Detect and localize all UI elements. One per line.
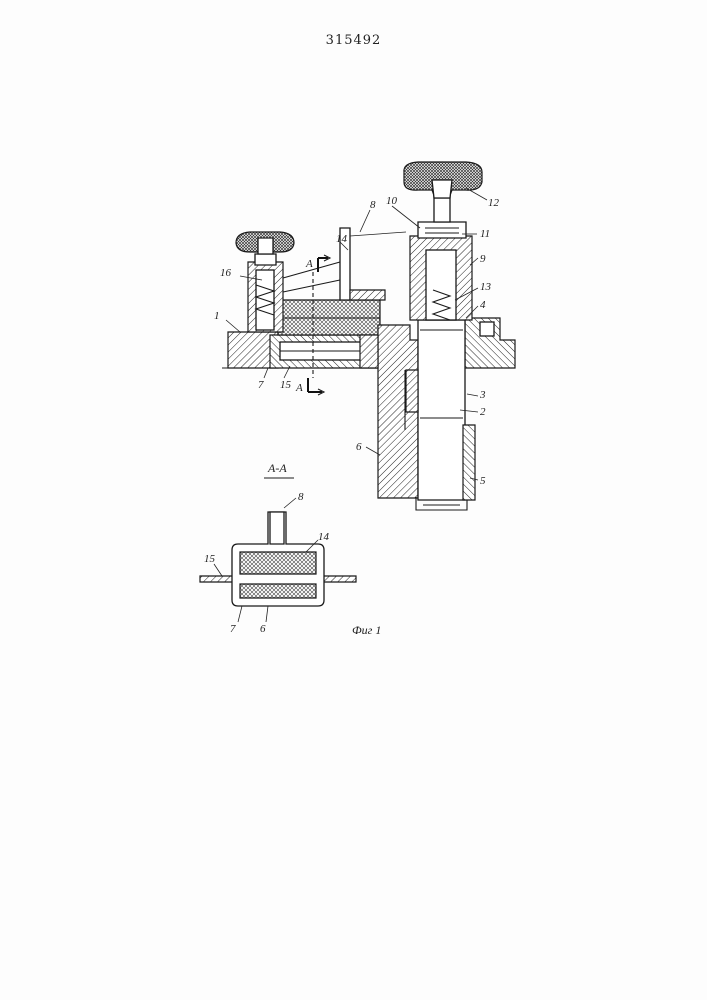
callout-12: 12 bbox=[488, 197, 500, 209]
callout-7: 7 bbox=[258, 379, 264, 391]
callout-1: 1 bbox=[214, 310, 220, 322]
callout-5: 5 bbox=[480, 475, 486, 487]
section-callout-8: 8 bbox=[298, 491, 304, 503]
callout-16: 16 bbox=[220, 267, 232, 279]
callout-13: 13 bbox=[480, 281, 492, 293]
callout-6: 6 bbox=[356, 441, 362, 453]
pillar bbox=[418, 320, 465, 500]
figure-caption: Фиг 1 bbox=[352, 623, 381, 637]
section-title: А-А bbox=[267, 461, 287, 475]
callout-9: 9 bbox=[480, 253, 486, 265]
section-callout-15: 15 bbox=[204, 553, 216, 565]
callout-15: 15 bbox=[280, 379, 292, 391]
callout-10: 10 bbox=[386, 195, 398, 207]
callout-3: 3 bbox=[479, 389, 486, 401]
section-mark-bottom: А bbox=[295, 382, 303, 394]
section-callout-7: 7 bbox=[230, 623, 236, 635]
section-mark-top: А bbox=[305, 258, 313, 270]
section-insert bbox=[240, 552, 316, 574]
section-callout-14: 14 bbox=[318, 531, 330, 543]
callout-2: 2 bbox=[480, 406, 486, 418]
section-view: А-А 8 14 15 7 6 Фиг 1 bbox=[200, 461, 381, 637]
callout-14: 14 bbox=[336, 233, 348, 245]
callout-11: 11 bbox=[480, 228, 490, 240]
section-insert-lower bbox=[240, 584, 316, 598]
callout-8: 8 bbox=[370, 199, 376, 211]
callout-4: 4 bbox=[480, 299, 486, 311]
section-callout-6: 6 bbox=[260, 623, 266, 635]
